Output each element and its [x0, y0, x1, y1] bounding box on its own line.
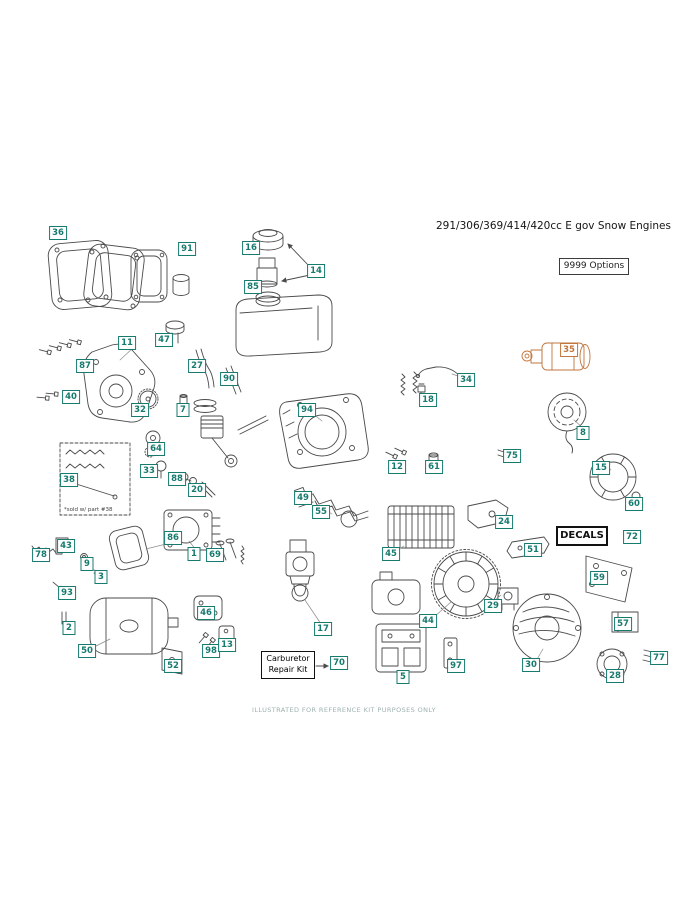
callout-72[interactable]: 72: [623, 530, 641, 544]
callout-18[interactable]: 18: [419, 393, 437, 407]
part-ring-gear: [589, 453, 641, 501]
part-head-gasket: [108, 525, 150, 571]
callout-5[interactable]: 5: [396, 670, 410, 684]
part-carburetor: [285, 539, 315, 602]
callout-69[interactable]: 69: [206, 548, 224, 562]
page-title: 291/306/369/414/420cc E gov Snow Engines: [436, 220, 671, 232]
callout-34[interactable]: 34: [457, 373, 475, 387]
callout-9[interactable]: 9: [80, 557, 94, 571]
callout-40[interactable]: 40: [62, 390, 80, 404]
callout-27[interactable]: 27: [188, 359, 206, 373]
callout-28[interactable]: 28: [606, 669, 624, 683]
callout-78[interactable]: 78: [32, 548, 50, 562]
options-box[interactable]: 9999 Options: [559, 258, 629, 275]
callout-35[interactable]: 35: [560, 343, 578, 357]
callout-32[interactable]: 32: [131, 403, 149, 417]
part-throttle-link: [416, 366, 461, 378]
part-flywheel: [431, 549, 501, 619]
callout-43[interactable]: 43: [57, 539, 75, 553]
part-blower-housing: [512, 593, 582, 663]
part-fuel-tank: [235, 291, 333, 357]
callout-91[interactable]: 91: [178, 242, 196, 256]
callout-8[interactable]: 8: [576, 426, 590, 440]
carb-kit-line1: Carburetor: [266, 654, 310, 663]
callout-11[interactable]: 11: [118, 336, 136, 350]
callout-61[interactable]: 61: [425, 460, 443, 474]
carb-repair-kit-box[interactable]: Carburetor Repair Kit: [261, 651, 315, 679]
callout-50[interactable]: 50: [78, 644, 96, 658]
footer-disclaimer: ILLUSTRATED FOR REFERENCE KIT PURPOSES O…: [252, 706, 436, 714]
callout-45[interactable]: 45: [382, 547, 400, 561]
callout-36[interactable]: 36: [49, 226, 67, 240]
callout-1[interactable]: 1: [187, 547, 201, 561]
callout-75[interactable]: 75: [503, 449, 521, 463]
callout-2[interactable]: 2: [62, 621, 76, 635]
callout-13[interactable]: 13: [218, 638, 236, 652]
callout-46[interactable]: 46: [197, 606, 215, 620]
callout-77[interactable]: 77: [650, 651, 668, 665]
carb-kit-line2: Repair Kit: [268, 664, 308, 674]
callout-20[interactable]: 20: [188, 483, 206, 497]
callout-44[interactable]: 44: [419, 614, 437, 628]
sold-with-note: *sold w/ part #38: [64, 507, 113, 513]
callout-14[interactable]: 14: [307, 264, 325, 278]
decals-box[interactable]: DECALS: [556, 526, 608, 546]
callout-70[interactable]: 70: [330, 656, 348, 670]
part-piston-assembly: [193, 399, 269, 468]
callout-17[interactable]: 17: [314, 622, 332, 636]
callout-88[interactable]: 88: [168, 472, 186, 486]
callout-3[interactable]: 3: [94, 570, 108, 584]
part-control-bracket: [375, 623, 427, 673]
callout-86[interactable]: 86: [164, 531, 182, 545]
callout-24[interactable]: 24: [495, 515, 513, 529]
callout-93[interactable]: 93: [58, 586, 76, 600]
callout-87[interactable]: 87: [76, 359, 94, 373]
part-starter-motor: [521, 342, 591, 371]
callout-97[interactable]: 97: [447, 659, 465, 673]
part-valve-cover: [193, 595, 223, 650]
callout-52[interactable]: 52: [164, 659, 182, 673]
part-cover-gasket: [130, 249, 168, 303]
part-valves: [215, 538, 245, 565]
callout-85[interactable]: 85: [244, 280, 262, 294]
callout-64[interactable]: 64: [147, 442, 165, 456]
part-air-cleaner: [371, 571, 421, 615]
part-finned-base: [387, 505, 455, 549]
callout-90[interactable]: 90: [220, 372, 238, 386]
callout-38[interactable]: 38: [60, 473, 78, 487]
callout-55[interactable]: 55: [312, 505, 330, 519]
callout-33[interactable]: 33: [140, 464, 158, 478]
callout-51[interactable]: 51: [524, 543, 542, 557]
callout-30[interactable]: 30: [522, 658, 540, 672]
callout-94[interactable]: 94: [298, 403, 316, 417]
callout-47[interactable]: 47: [155, 333, 173, 347]
callout-7[interactable]: 7: [176, 403, 190, 417]
part-oil-seal: [172, 274, 190, 296]
callout-59[interactable]: 59: [590, 571, 608, 585]
part-stator: [547, 392, 587, 454]
part-cylinder-block: [279, 393, 369, 469]
callout-49[interactable]: 49: [294, 491, 312, 505]
callout-15[interactable]: 15: [592, 461, 610, 475]
part-muffler: [89, 597, 179, 655]
callout-12[interactable]: 12: [388, 460, 406, 474]
callout-60[interactable]: 60: [625, 497, 643, 511]
callout-98[interactable]: 98: [202, 644, 220, 658]
callout-14-leader-arrows: [281, 243, 311, 283]
callout-29[interactable]: 29: [484, 599, 502, 613]
callout-16[interactable]: 16: [242, 241, 260, 255]
callout-57[interactable]: 57: [614, 617, 632, 631]
part-ignition-coil: [497, 587, 519, 611]
